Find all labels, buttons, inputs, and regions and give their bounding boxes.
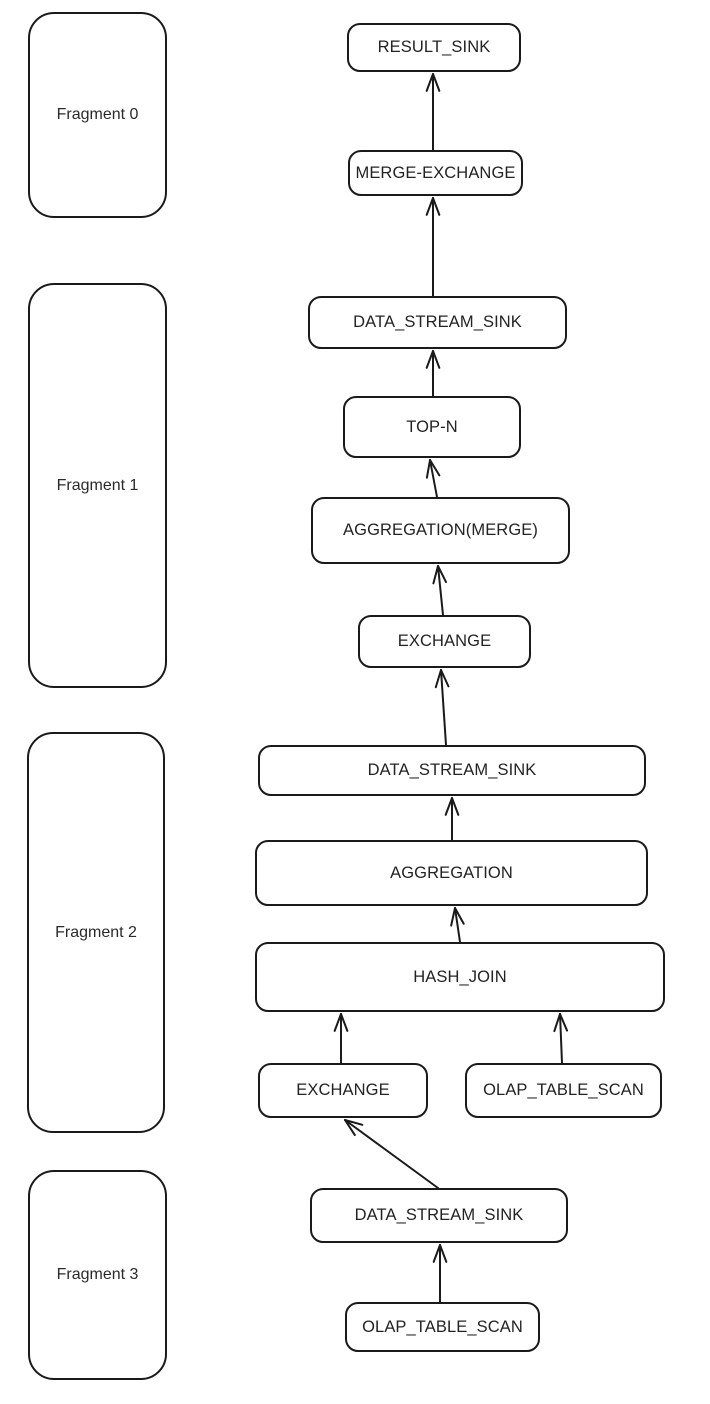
- plan-node-label: HASH_JOIN: [413, 967, 507, 986]
- edge-aggregation-to-dss_f2: [444, 797, 460, 841]
- edge-top_n-to-dss_f1: [425, 350, 441, 397]
- plan-node-label: OLAP_TABLE_SCAN: [362, 1317, 523, 1336]
- plan-node-aggregation[interactable]: AGGREGATION: [255, 840, 648, 906]
- plan-node-label: MERGE-EXCHANGE: [355, 163, 516, 182]
- edge-dss_f1-to-merge_exchange: [425, 197, 441, 297]
- fragment-box-0[interactable]: Fragment 0: [28, 12, 167, 218]
- edge-aggregation_merge-to-top_n: [425, 459, 441, 498]
- plan-node-merge_exchange[interactable]: MERGE-EXCHANGE: [348, 150, 523, 196]
- edge-olap_scan_f3-to-dss_f3: [432, 1244, 448, 1303]
- edge-olap_scan_f2-to-hash_join: [553, 1013, 569, 1064]
- plan-node-label: AGGREGATION(MERGE): [343, 521, 538, 540]
- plan-node-exchange_f1[interactable]: EXCHANGE: [358, 615, 531, 668]
- plan-node-label: AGGREGATION: [390, 863, 513, 882]
- edge-hash_join-to-aggregation: [450, 907, 465, 943]
- plan-node-dss_f2[interactable]: DATA_STREAM_SINK: [258, 745, 646, 796]
- edge-dss_f3-to-exchange_f2: [344, 1119, 439, 1189]
- fragment-box-1[interactable]: Fragment 1: [28, 283, 167, 688]
- plan-node-result_sink[interactable]: RESULT_SINK: [347, 23, 521, 72]
- plan-node-label: TOP-N: [406, 417, 458, 436]
- plan-node-label: RESULT_SINK: [377, 38, 491, 57]
- plan-node-aggregation_merge[interactable]: AGGREGATION(MERGE): [311, 497, 570, 564]
- edge-exchange_f1-to-aggregation_merge: [432, 565, 448, 616]
- edge-exchange_f2-to-hash_join: [333, 1013, 349, 1064]
- fragment-label: Fragment 3: [56, 1266, 139, 1283]
- fragment-label: Fragment 2: [55, 923, 137, 941]
- plan-node-dss_f3[interactable]: DATA_STREAM_SINK: [310, 1188, 568, 1243]
- fragment-box-3[interactable]: Fragment 3: [28, 1170, 167, 1380]
- fragment-label: Fragment 1: [56, 476, 139, 494]
- plan-node-label: EXCHANGE: [397, 632, 492, 651]
- plan-node-olap_scan_f2[interactable]: OLAP_TABLE_SCAN: [465, 1063, 662, 1118]
- plan-node-label: DATA_STREAM_SINK: [353, 313, 522, 332]
- plan-node-label: OLAP_TABLE_SCAN: [483, 1081, 644, 1100]
- fragment-label: Fragment 0: [56, 106, 139, 123]
- plan-node-label: EXCHANGE: [296, 1081, 390, 1100]
- plan-node-exchange_f2[interactable]: EXCHANGE: [258, 1063, 428, 1118]
- plan-node-olap_scan_f3[interactable]: OLAP_TABLE_SCAN: [345, 1302, 540, 1352]
- plan-node-label: DATA_STREAM_SINK: [367, 761, 537, 780]
- edge-merge_exchange-to-result_sink: [425, 73, 441, 151]
- edge-dss_f2-to-exchange_f1: [434, 669, 450, 746]
- fragment-box-2[interactable]: Fragment 2: [27, 732, 165, 1133]
- plan-node-hash_join[interactable]: HASH_JOIN: [255, 942, 665, 1012]
- plan-node-top_n[interactable]: TOP-N: [343, 396, 521, 458]
- plan-node-dss_f1[interactable]: DATA_STREAM_SINK: [308, 296, 567, 349]
- plan-node-label: DATA_STREAM_SINK: [354, 1206, 524, 1225]
